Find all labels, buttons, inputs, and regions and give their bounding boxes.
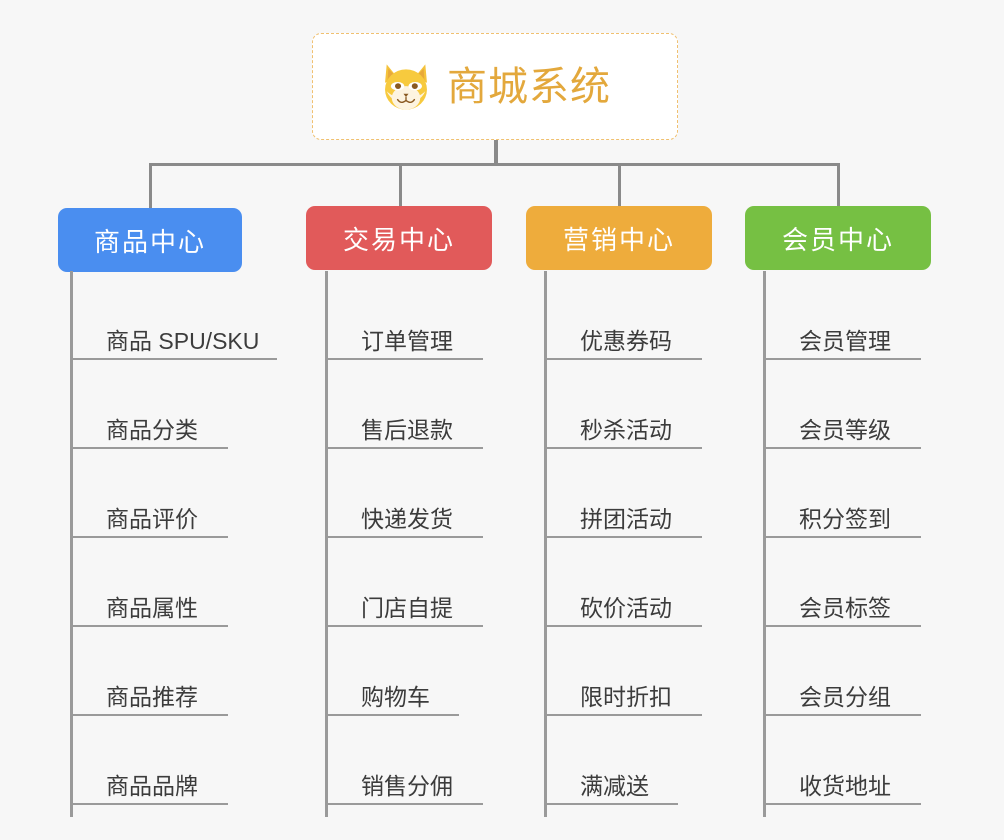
leaf-item[interactable]: 商品属性 (70, 538, 228, 627)
leaf-item-label: 会员标签 (799, 594, 891, 621)
connector-drop-4 (837, 163, 840, 209)
leaf-item[interactable]: 订单管理 (325, 271, 483, 360)
root-node-label: 商城系统 (447, 64, 611, 109)
leaf-item[interactable]: 会员标签 (763, 538, 921, 627)
leaf-item-label: 会员分组 (799, 683, 891, 710)
leaf-item[interactable]: 秒杀活动 (544, 360, 702, 449)
leaf-item[interactable]: 商品推荐 (70, 627, 228, 716)
leaf-item-label: 购物车 (361, 683, 430, 710)
leaf-item[interactable]: 门店自提 (325, 538, 483, 627)
leaf-item-label: 商品品牌 (106, 772, 198, 799)
leaf-item[interactable]: 销售分佣 (325, 716, 483, 805)
category-label: 商品中心 (93, 226, 206, 257)
leaf-item[interactable]: 商品分类 (70, 360, 228, 449)
leaf-item[interactable]: 购物车 (325, 627, 459, 716)
leaf-item-label: 商品 SPU/SKU (106, 327, 260, 354)
leaf-item-label: 满减送 (580, 772, 649, 799)
connector-drop-3 (618, 163, 621, 209)
leaf-item-label: 门店自提 (361, 594, 453, 621)
leaf-item-label: 商品推荐 (106, 683, 198, 710)
leaf-item[interactable]: 快递发货 (325, 449, 483, 538)
category-box-会员中心[interactable]: 会员中心 (745, 206, 931, 270)
leaf-item[interactable]: 满减送 (544, 716, 678, 805)
leaf-item[interactable]: 限时折扣 (544, 627, 702, 716)
leaf-item-label: 限时折扣 (580, 683, 672, 710)
column-spine (325, 271, 328, 817)
shiba-dog-face-icon (385, 63, 427, 110)
leaf-item[interactable]: 商品评价 (70, 449, 228, 538)
leaf-item-label: 会员管理 (799, 327, 891, 354)
leaf-item-label: 商品评价 (106, 505, 198, 532)
leaf-item-label: 拼团活动 (580, 505, 672, 532)
category-box-交易中心[interactable]: 交易中心 (306, 206, 492, 270)
leaf-item[interactable]: 优惠券码 (544, 271, 702, 360)
leaf-item[interactable]: 砍价活动 (544, 538, 702, 627)
leaf-item-label: 优惠券码 (580, 327, 672, 354)
connector-drop-1 (149, 163, 152, 209)
leaf-item-label: 销售分佣 (361, 772, 453, 799)
leaf-item-label: 订单管理 (361, 327, 453, 354)
leaf-item[interactable]: 积分签到 (763, 449, 921, 538)
leaf-item-label: 秒杀活动 (580, 416, 672, 443)
leaf-item-label: 快递发货 (361, 505, 453, 532)
leaf-item-label: 砍价活动 (580, 594, 672, 621)
leaf-item[interactable]: 收货地址 (763, 716, 921, 805)
connector-drop-2 (399, 163, 402, 209)
leaf-item[interactable]: 会员管理 (763, 271, 921, 360)
leaf-item-label: 会员等级 (799, 416, 891, 443)
leaf-item[interactable]: 拼团活动 (544, 449, 702, 538)
leaf-item-label: 商品分类 (106, 416, 198, 443)
leaf-item[interactable]: 商品 SPU/SKU (70, 271, 277, 360)
leaf-item[interactable]: 会员等级 (763, 360, 921, 449)
column-spine (763, 271, 766, 817)
root-node-商城系统[interactable]: 商城系统 (312, 33, 678, 140)
leaf-item-label: 收货地址 (799, 772, 891, 799)
category-label: 会员中心 (781, 224, 894, 255)
category-label: 交易中心 (342, 224, 455, 255)
leaf-item[interactable]: 售后退款 (325, 360, 483, 449)
leaf-item-label: 商品属性 (106, 594, 198, 621)
leaf-item-label: 售后退款 (361, 416, 453, 443)
category-box-营销中心[interactable]: 营销中心 (526, 206, 712, 270)
category-label: 营销中心 (562, 224, 675, 255)
column-spine (544, 271, 547, 817)
connector-root-stem (494, 140, 498, 165)
leaf-item-label: 积分签到 (799, 505, 891, 532)
category-box-商品中心[interactable]: 商品中心 (58, 208, 242, 272)
connector-horizontal-bus (150, 163, 840, 166)
column-spine (70, 271, 73, 817)
leaf-item[interactable]: 商品品牌 (70, 716, 228, 805)
leaf-item[interactable]: 会员分组 (763, 627, 921, 716)
